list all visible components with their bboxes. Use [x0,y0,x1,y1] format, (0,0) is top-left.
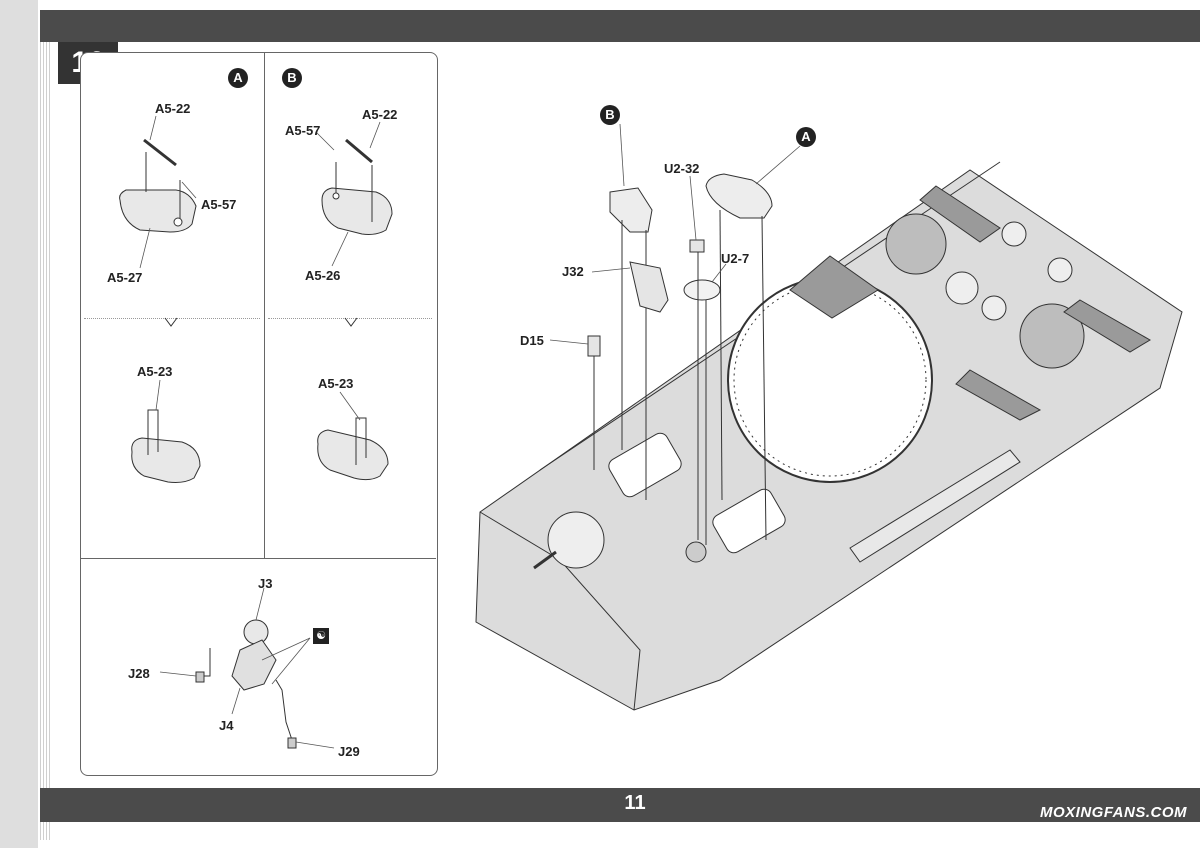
panel-divider-horizontal [81,558,436,559]
top-bar [40,10,1200,42]
watermark-text: MOXINGFANS.COM [1040,804,1188,821]
panel-divider-vertical [264,53,265,559]
part-label: D15 [520,333,544,348]
part-label: J29 [338,744,360,759]
tank-hull [475,161,1183,711]
part-label: A5-23 [137,364,173,379]
part-label: A5-22 [155,101,191,116]
hatch-b-top [321,138,393,235]
dotted-separator-b [268,318,432,319]
part-label: J32 [562,264,584,279]
main-hatch-a [705,173,773,541]
part-label: A5-27 [107,270,143,285]
j-parts-assembly [195,619,297,749]
dotted-separator-a [84,318,260,319]
bottom-bar [40,788,1200,822]
marker-b-panel: B [282,68,302,88]
page-number: 11 [624,792,646,814]
marker-a-panel: A [228,68,248,88]
part-label: J28 [128,666,150,681]
part-label: A5-57 [201,197,237,212]
main-small-parts [587,239,721,545]
part-label: U2-7 [721,251,750,266]
hatch-a-top [119,138,197,233]
marker-a-main: A [796,127,816,147]
part-label: U2-32 [664,161,700,176]
part-label: A5-57 [285,123,321,138]
hatch-b-bottom [317,417,389,481]
hatch-a-bottom [131,409,201,483]
part-label: A5-23 [318,376,354,391]
glue-icon: ☯ [313,628,329,644]
marker-b-main: B [600,105,620,125]
part-label: A5-22 [362,107,398,122]
part-label: A5-26 [305,268,341,283]
page-binding-edge [38,40,50,840]
part-label: J3 [258,576,273,591]
part-label: J4 [219,718,234,733]
